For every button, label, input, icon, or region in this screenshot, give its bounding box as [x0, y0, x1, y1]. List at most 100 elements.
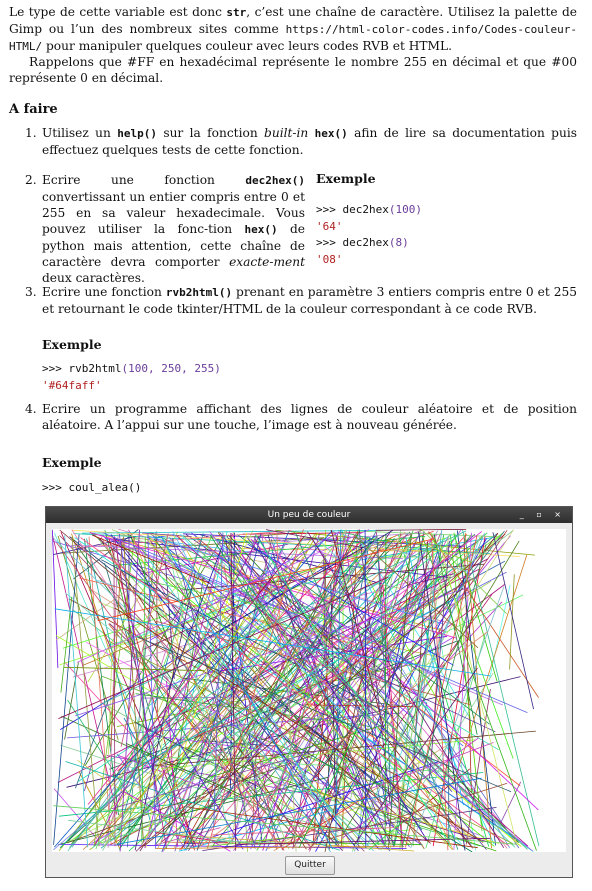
random-line: [324, 647, 369, 852]
random-line: [411, 530, 443, 759]
random-line: [176, 839, 282, 844]
random-line: [171, 537, 256, 849]
item-3-text: Ecrire une fonction rvb2html() prenant e…: [42, 285, 577, 316]
random-line: [180, 532, 248, 762]
random-line: [102, 530, 309, 851]
random-line: [58, 576, 389, 719]
random-line: [401, 544, 487, 848]
random-line: [188, 673, 312, 851]
random-line: [168, 547, 222, 691]
random-line: [97, 538, 435, 622]
random-line: [155, 538, 395, 845]
inline-code-help: help(): [117, 127, 157, 140]
random-line: [163, 544, 371, 851]
inline-code-hex: hex(): [244, 223, 278, 236]
random-line: [60, 744, 339, 833]
random-line: [53, 534, 80, 845]
random-line: [256, 597, 383, 808]
random-line: [262, 529, 351, 851]
random-line: [428, 531, 539, 698]
random-line: [155, 620, 471, 705]
random-line: [235, 837, 491, 845]
inline-code-hex: hex(): [314, 127, 348, 140]
random-line: [275, 529, 535, 556]
random-line: [414, 540, 472, 563]
random-line: [80, 537, 509, 847]
random-line: [160, 739, 475, 769]
random-line: [235, 758, 288, 798]
example-code-2: >>> dec2hex(100) '64' >>> dec2hex(8) '08…: [316, 202, 422, 268]
random-line: [330, 529, 385, 729]
random-line: [230, 532, 237, 851]
random-line: [139, 602, 305, 852]
random-line: [453, 532, 498, 682]
random-line: [380, 672, 494, 851]
random-line: [211, 533, 473, 848]
random-line: [92, 588, 416, 849]
random-line: [52, 537, 374, 852]
random-line: [161, 536, 333, 850]
random-line: [450, 534, 483, 832]
random-line: [120, 533, 169, 747]
random-line: [103, 529, 347, 847]
item-number-2: 2.: [25, 173, 37, 187]
random-line: [183, 534, 262, 847]
inline-code-dec2hex: dec2hex(): [245, 174, 305, 187]
random-line: [206, 529, 304, 849]
window-controls-icon[interactable]: _ ▫ ×: [519, 510, 566, 519]
random-line: [56, 534, 208, 641]
drawing-canvas[interactable]: [51, 528, 566, 853]
random-line: [104, 537, 503, 706]
random-line: [222, 683, 284, 851]
random-line: [66, 754, 315, 844]
random-line: [341, 531, 388, 543]
random-line: [389, 533, 450, 851]
random-line: [206, 529, 394, 639]
item-4-text: Ecrire un programme affichant des lignes…: [42, 402, 577, 432]
random-line: [130, 577, 345, 624]
random-line: [188, 807, 478, 849]
random-line: [71, 529, 261, 823]
window-titlebar: Un peu de couleur _ ▫ ×: [46, 507, 572, 523]
random-line: [210, 535, 271, 629]
random-line: [430, 533, 514, 759]
random-line: [140, 532, 319, 847]
random-line: [376, 536, 393, 809]
random-line: [280, 534, 434, 847]
random-line: [71, 536, 100, 847]
random-line: [244, 651, 357, 765]
random-line: [374, 551, 439, 732]
random-line: [492, 532, 534, 710]
random-line: [77, 529, 370, 663]
random-line: [126, 531, 157, 848]
random-line: [92, 534, 210, 584]
random-line: [206, 835, 307, 847]
random-line: [388, 534, 412, 848]
random-line: [410, 586, 505, 849]
random-line: [311, 538, 520, 849]
item-number-3: 3.: [25, 285, 37, 299]
random-line: [365, 553, 425, 641]
random-line: [420, 528, 507, 615]
random-line: [107, 640, 513, 844]
random-line: [162, 536, 290, 850]
random-line: [381, 697, 454, 851]
random-line: [113, 538, 116, 847]
random-line: [68, 819, 255, 845]
random-line: [364, 529, 367, 848]
random-line: [292, 537, 345, 849]
random-line: [54, 608, 491, 677]
code-result: '#64faff': [42, 378, 102, 392]
random-line: [157, 556, 304, 849]
random-line: [100, 536, 279, 848]
random-line: [56, 542, 285, 851]
random-line: [245, 532, 339, 847]
random-line: [107, 536, 119, 848]
random-line: [75, 700, 109, 789]
url-text: https://html-color-codes.info/Codes-coul…: [9, 23, 577, 53]
random-line: [165, 556, 533, 852]
quit-button[interactable]: Quitter: [285, 856, 335, 875]
random-line: [126, 630, 193, 747]
random-line: [104, 530, 140, 663]
random-line: [405, 535, 478, 848]
